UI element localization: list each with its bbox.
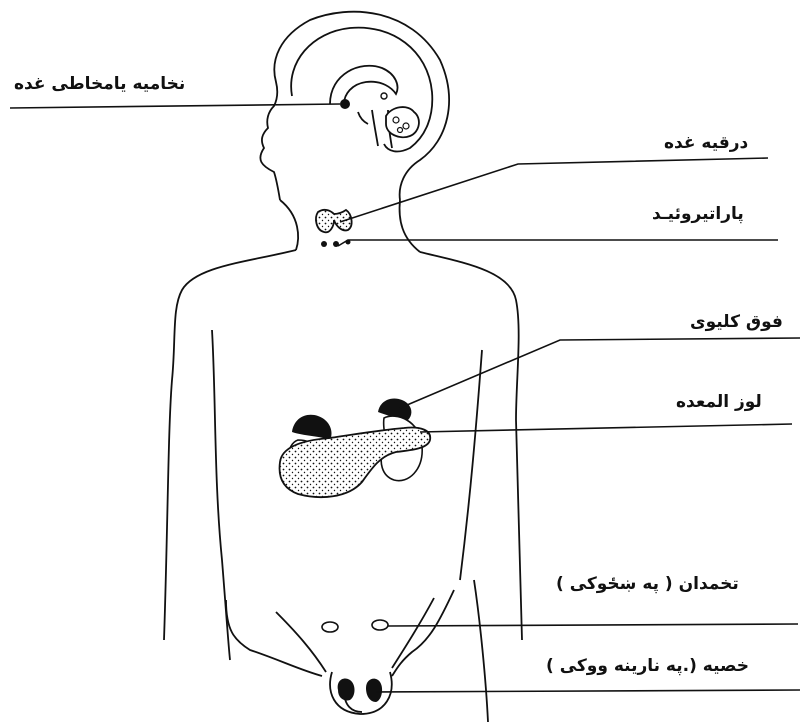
head-outline <box>260 12 449 200</box>
leader-line-ovaries <box>388 624 798 626</box>
label-thyroid: درقیه غده <box>664 133 748 153</box>
brainstem <box>372 110 378 146</box>
thyroid-gland <box>316 210 352 232</box>
label-parathyroid: پاراتیروئیـد <box>652 204 744 224</box>
label-adrenal: فوق کلیوی <box>690 312 783 332</box>
torso-right <box>420 252 522 640</box>
ovary-left <box>322 622 338 632</box>
label-pancreas: لوز المعده <box>676 392 762 412</box>
adrenal-gland-left <box>292 415 332 440</box>
leader-line-testes <box>376 690 800 692</box>
label-testes: خصیه (.په نارینه ووکی ) <box>546 656 749 676</box>
torso-left <box>164 250 296 640</box>
pituitary-gland <box>340 99 350 109</box>
leader-line-pituitary <box>10 104 340 108</box>
neck-right <box>400 200 420 252</box>
leader-line-parathyroid <box>338 240 778 246</box>
testis-right <box>366 679 382 702</box>
label-ovaries: تخمدان ( په ښځوکی ) <box>556 574 739 594</box>
cerebellum-blob <box>386 107 419 137</box>
testis-left <box>338 678 355 700</box>
ovary-right <box>372 620 388 630</box>
label-pituitary: نخامیه یامخاطی غده <box>14 74 185 94</box>
arm-right-inner <box>460 350 482 580</box>
pelvis <box>226 600 322 676</box>
neck-left <box>280 200 298 250</box>
parathyroid-gland <box>321 241 327 247</box>
brain-structure <box>330 66 397 104</box>
